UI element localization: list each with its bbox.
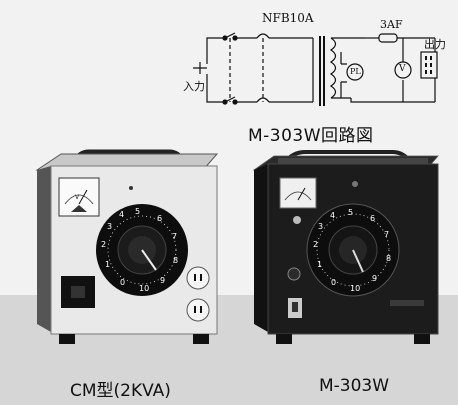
breaker-label: NFB10A	[262, 11, 314, 25]
m303w-caption: M-303W	[319, 376, 390, 396]
meter-letter: V	[75, 194, 80, 201]
dial-number: 4	[119, 210, 125, 219]
dial-number: 8	[173, 256, 179, 265]
dial-number: 3	[318, 222, 324, 231]
dial-number: 6	[157, 214, 163, 223]
dial-number: 0	[331, 278, 337, 287]
circuit-diagram	[193, 32, 438, 106]
dial-number: 7	[172, 232, 178, 241]
dial-number: 1	[317, 260, 323, 269]
input-label: 入力	[183, 80, 205, 93]
dial-number: 10	[350, 284, 361, 293]
circuit-title: M-303W回路図	[248, 126, 374, 146]
dial-number: 7	[384, 230, 390, 239]
dial-number: 6	[370, 214, 376, 223]
dial-number: 2	[101, 240, 107, 249]
fuse-label: 3AF	[380, 18, 403, 31]
dial-number: 3	[107, 222, 113, 231]
dial-number: 10	[139, 284, 150, 293]
dial-number: 1	[105, 260, 111, 269]
m303w-regulator	[252, 150, 439, 344]
voltmeter-label: V	[399, 64, 406, 74]
dial-number: 9	[160, 276, 166, 285]
dial-number: 0	[120, 278, 126, 287]
left-dial-numbers: 5 6 7 8 9 10 0 1 2 3 4 V	[35, 148, 225, 348]
output-label: 出力	[424, 38, 446, 51]
dial-number: 5	[135, 207, 141, 216]
dial-number: 5	[348, 208, 354, 217]
cm-type-caption: CM型(2KVA)	[70, 381, 171, 401]
pilot-lamp-label: PL	[350, 67, 361, 76]
dial-number: 8	[386, 254, 392, 263]
right-dial-numbers: 5 6 7 8 9 10 0 1 2 3 4	[250, 150, 440, 350]
cm-type-regulator	[35, 149, 219, 344]
dial-number: 2	[313, 240, 319, 249]
dial-number: 4	[330, 211, 336, 220]
dial-number: 9	[372, 274, 378, 283]
